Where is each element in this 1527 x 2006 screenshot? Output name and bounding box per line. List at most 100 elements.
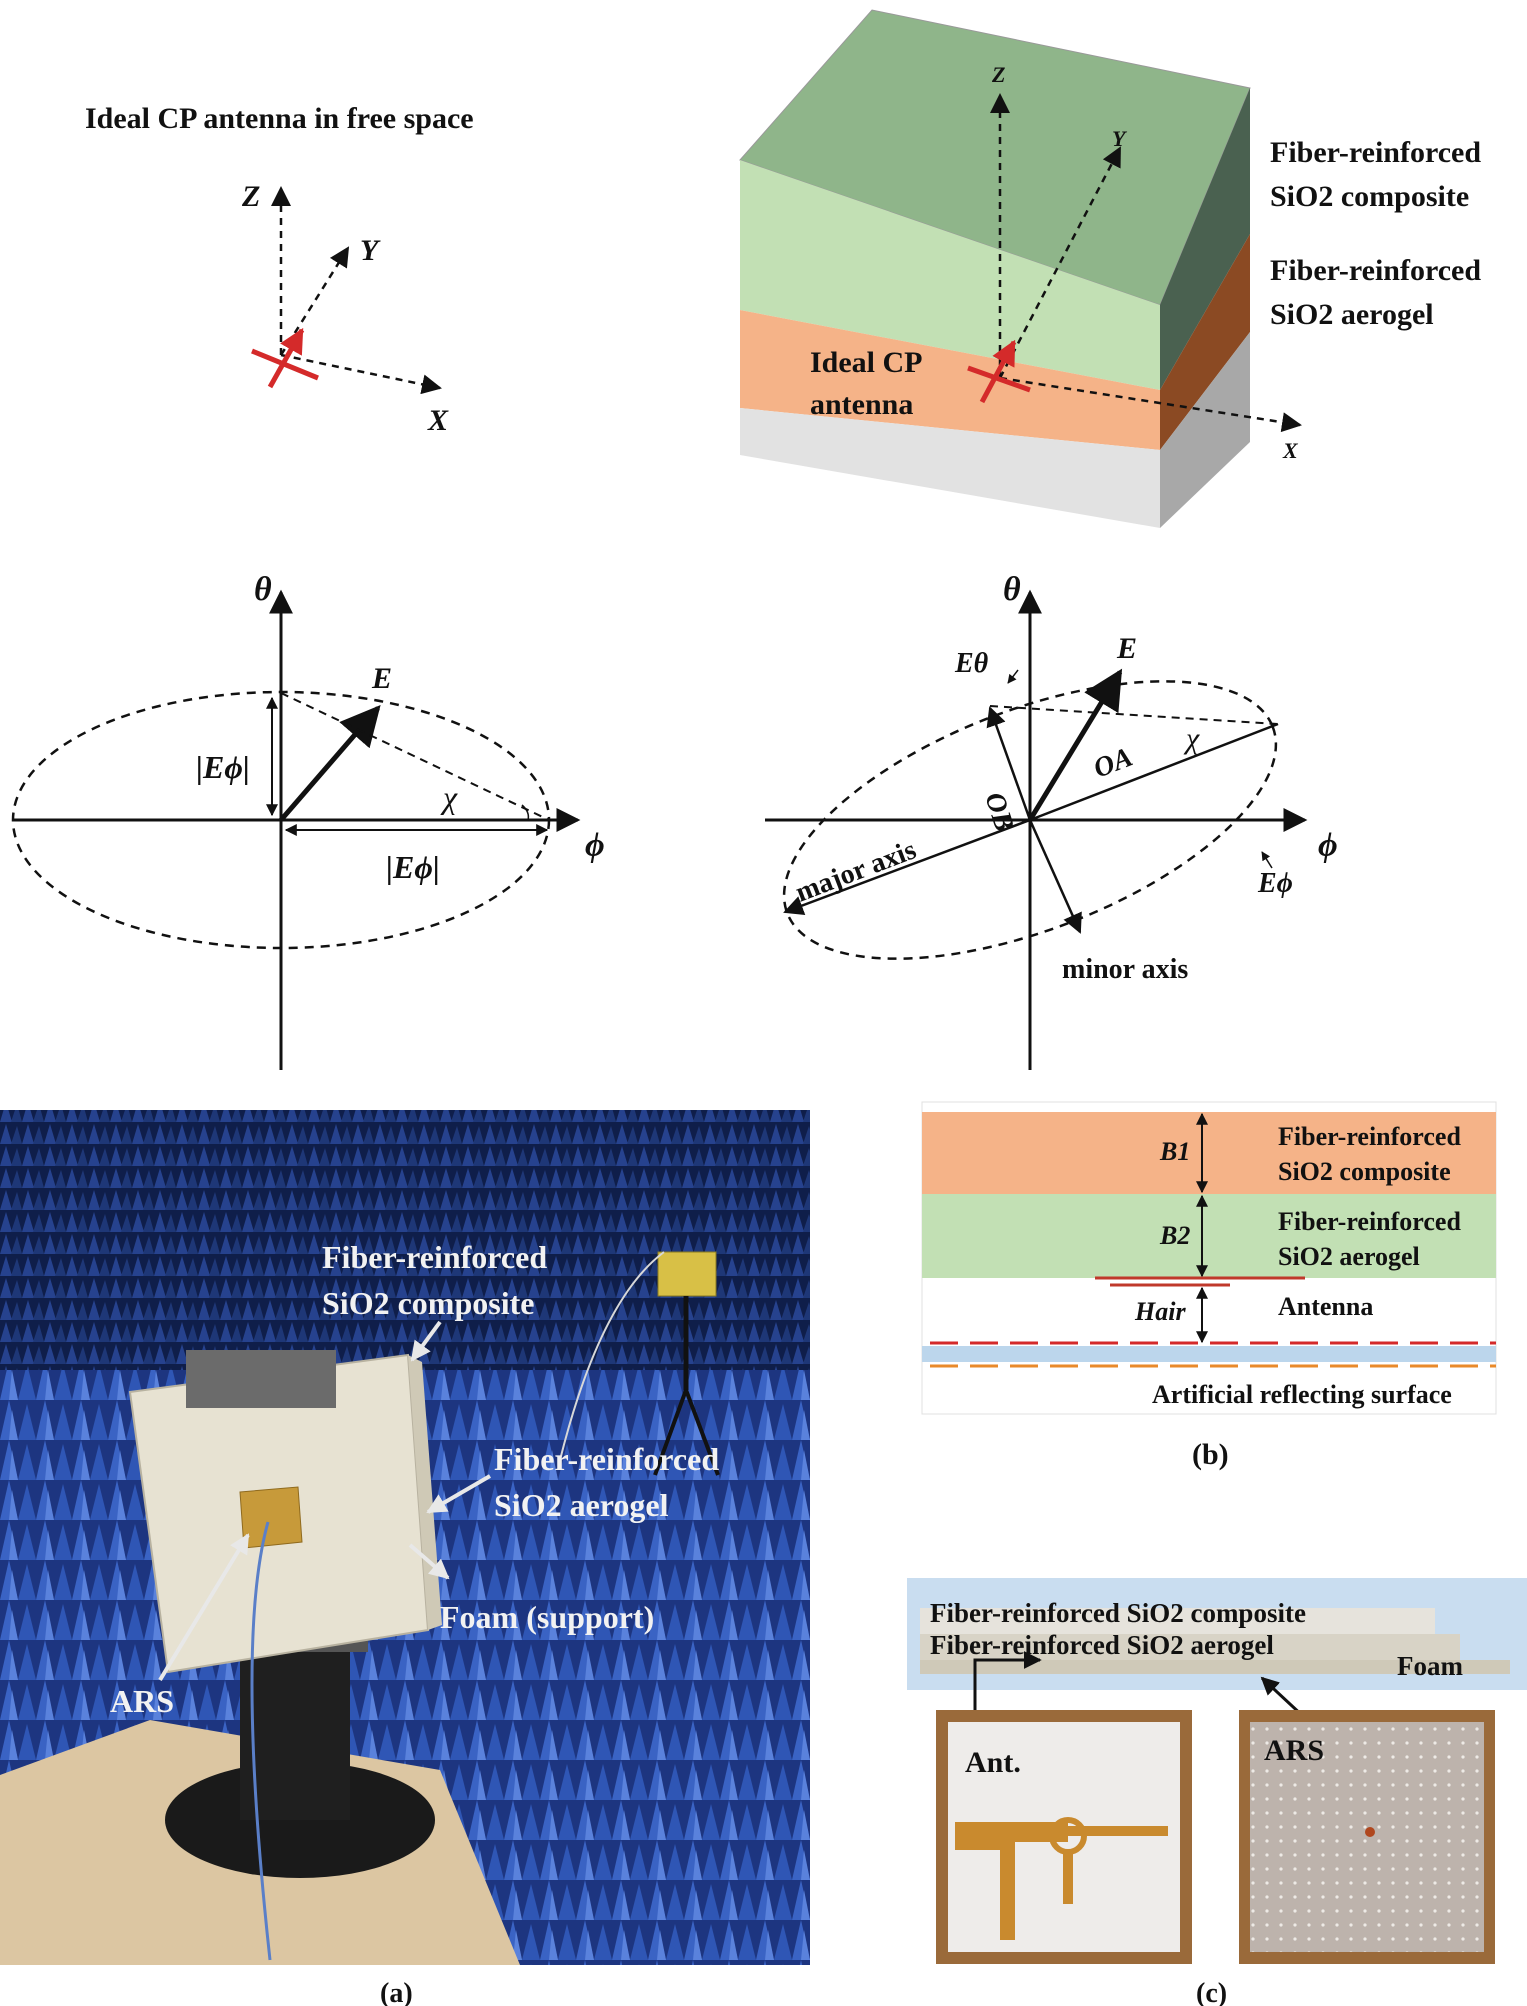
phi-label: ϕ (585, 827, 605, 864)
panel-c-samples: Fiber-reinforced SiO2 composite Fiber-re… (907, 1578, 1527, 2006)
tilted-phi-label: ϕ (1318, 827, 1338, 864)
block-front-base (740, 408, 1160, 528)
feed-cable (250, 1521, 272, 1961)
caption-a: (a) (380, 1978, 413, 2006)
x-axis-label: X (427, 404, 449, 437)
tripod-leg-1 (653, 1389, 688, 1476)
block-front-composite (740, 160, 1160, 390)
tripod-leg-2 (684, 1389, 720, 1476)
b2-label: B2 (1159, 1221, 1190, 1250)
chi-arc (521, 804, 530, 821)
block-aerogel-label-1: Fiber-reinforced (1270, 254, 1481, 287)
chi-label: χ (440, 779, 458, 815)
tilted-e-vector (1027, 668, 1123, 822)
photo-aerogel-label-2: SiO2 aerogel (494, 1487, 669, 1523)
block-side-base (1160, 332, 1250, 528)
side-composite-strip (920, 1608, 1435, 1634)
block-y-axis (998, 146, 1122, 379)
ars-pointer (158, 1533, 250, 1682)
x-axis (280, 353, 442, 395)
tilted-chi-label: χ (1183, 722, 1200, 755)
caption-c: (c) (1196, 1978, 1227, 2006)
ob-label: OB (978, 789, 1020, 836)
major-axis-vector (783, 818, 1031, 916)
aerogel-pointer (426, 1474, 492, 1514)
block-y-label: Y (1112, 126, 1128, 151)
composite-layer (922, 1112, 1496, 1194)
block-x-label: X (1282, 438, 1299, 463)
b1-label: B1 (1159, 1137, 1190, 1166)
panel-ellipse-aligned: θ ϕ E χ |Eϕ| |Eϕ| (11, 571, 605, 1070)
block-aerogel-label-2: SiO2 aerogel (1270, 298, 1434, 331)
photo-anechoic-chamber: Fiber-reinforced SiO2 composite Fiber-re… (0, 1110, 810, 2006)
c-composite-label: Fiber-reinforced SiO2 composite (930, 1598, 1306, 1628)
block-composite-label-1: Fiber-reinforced (1270, 136, 1481, 169)
ant-stub (1063, 1852, 1073, 1904)
foam-pointer (408, 1543, 450, 1580)
ant-label: Ant. (965, 1746, 1021, 1779)
major-axis-label: major axis (791, 834, 920, 908)
ant-feed-trace (955, 1822, 1068, 1940)
tilted-chi-line (989, 705, 1279, 725)
c-foam-label: Foam (1397, 1651, 1463, 1681)
oa-label: OA (1089, 742, 1136, 785)
y-axis (279, 246, 350, 356)
photo-aerogel-label-1: Fiber-reinforced (494, 1441, 719, 1477)
block-side-composite (1160, 88, 1250, 390)
c-ars-label: ARS (1264, 1734, 1324, 1767)
oa-line (1029, 722, 1279, 822)
block-z-label: Z (991, 62, 1005, 87)
ars-center-via (1365, 1827, 1375, 1837)
y-axis-label: Y (360, 234, 381, 267)
horn-antenna (657, 1251, 717, 1297)
block-antenna-label-2: antenna (810, 388, 913, 421)
ob-vector (986, 706, 1032, 821)
e-phi-vertical-label: |Eϕ| (196, 749, 250, 785)
ant-arm (1068, 1826, 1168, 1836)
chi-line (280, 692, 550, 821)
panel-ellipse-tilted: θ ϕ E χ Eθ Eϕ OA OB major axis minor axi… (765, 571, 1338, 1070)
b-composite-label-2: SiO2 composite (1278, 1157, 1451, 1186)
e-vector (279, 704, 381, 822)
ars-substrate (922, 1346, 1496, 1362)
side-foam-strip (920, 1660, 1510, 1674)
photo-foam-label: Foam (support) (440, 1599, 654, 1635)
b-aerogel-label-1: Fiber-reinforced (1278, 1207, 1461, 1236)
e-label: E (371, 662, 392, 695)
aerogel-layer (922, 1194, 1496, 1278)
panel-free-space: Ideal CP antenna in free space Z Y X (85, 102, 474, 437)
c-aerogel-label: Fiber-reinforced SiO2 aerogel (930, 1630, 1274, 1660)
theta-label: θ (254, 571, 272, 608)
block-cp-dipole-1 (967, 365, 1031, 393)
panel-layered-block: Z Y X Ideal CP antenna Fiber-reinforced … (739, 9, 1481, 528)
composite-pointer (410, 1320, 442, 1362)
b-aerogel-label-2: SiO2 aerogel (1278, 1242, 1420, 1271)
z-axis-label: Z (241, 180, 260, 213)
e-phi-pointer (1261, 851, 1273, 869)
panel-b-cross-section: B1 B2 Hair Fiber-reinforced SiO2 composi… (921, 1101, 1497, 1471)
photo-ars-label: ARS (110, 1683, 174, 1719)
block-x-axis (999, 376, 1302, 433)
b-composite-label-1: Fiber-reinforced (1278, 1122, 1461, 1151)
block-cp-dipole-2 (979, 339, 1017, 404)
photo-composite-label-2: SiO2 composite (322, 1285, 534, 1321)
ars-photo-board (1250, 1722, 1484, 1952)
panel-title: Ideal CP antenna in free space (85, 102, 474, 135)
b-antenna-label: Antenna (1278, 1292, 1373, 1321)
e-phi-horizontal-label: |Eϕ| (386, 849, 440, 885)
e-theta-pointer (1007, 669, 1019, 684)
photo-composite-label-1: Fiber-reinforced (322, 1239, 547, 1275)
side-aerogel-strip (920, 1634, 1460, 1660)
block-side-aerogel (1160, 234, 1250, 450)
block-composite-label-2: SiO2 composite (1270, 180, 1469, 213)
tilted-e-label: E (1116, 632, 1137, 665)
e-theta-label: Eθ (954, 648, 989, 679)
horn-cable (559, 1251, 665, 1461)
upper-clamp (186, 1350, 336, 1408)
block-front-aerogel (740, 310, 1160, 450)
b-ars-label: Artificial reflecting surface (1152, 1380, 1452, 1409)
caption-b: (b) (1192, 1438, 1229, 1471)
minor-axis-vector (1028, 819, 1082, 934)
ant-pointer (973, 1651, 1042, 1726)
